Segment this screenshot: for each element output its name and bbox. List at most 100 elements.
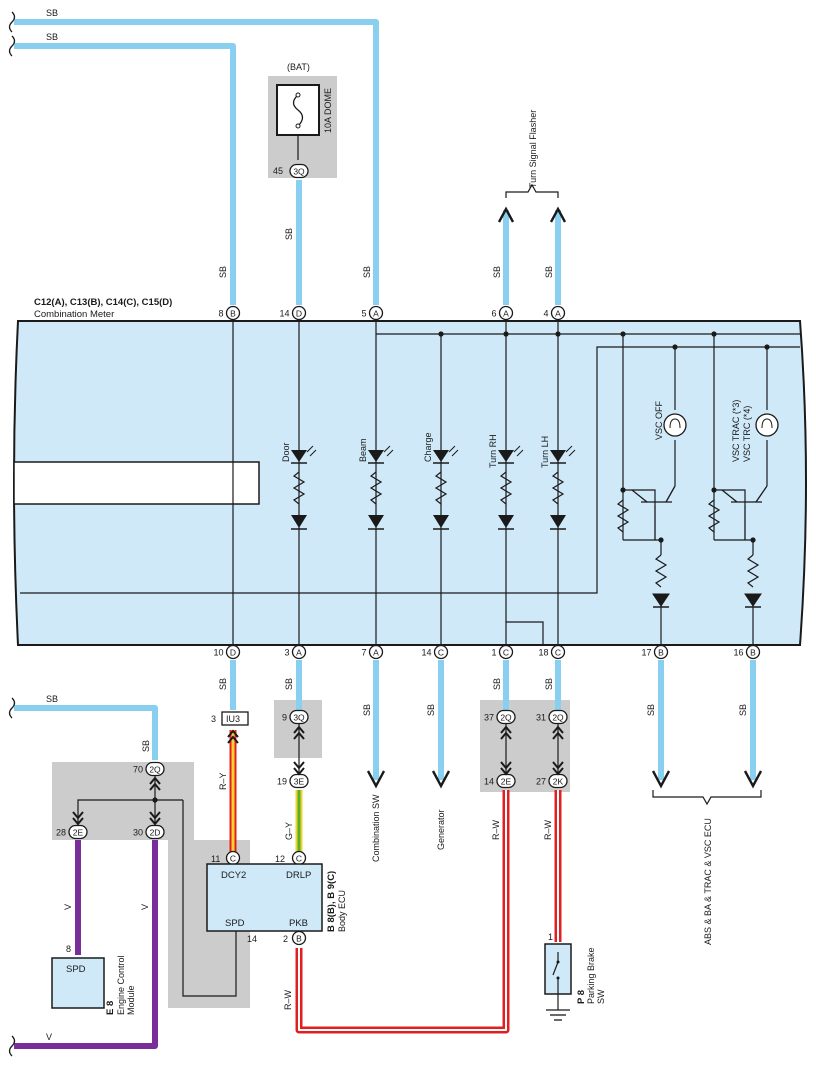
- connector-pin: A5: [361, 305, 384, 321]
- pin-number: 9: [282, 712, 287, 722]
- connector-pin: D10: [213, 644, 241, 660]
- resistor-icon: [707, 499, 721, 533]
- arrow-icon: [431, 770, 451, 789]
- connector-letter: B: [230, 308, 236, 318]
- indicator-label-turn-rh: Turn RH: [488, 434, 498, 468]
- ecm-box: [51, 957, 105, 1009]
- pin-number: 28: [56, 827, 66, 837]
- wire-sb-top-a: [14, 19, 379, 305]
- iu3-connector-label: IU3: [226, 714, 240, 724]
- resistor-icon: [551, 471, 565, 505]
- wire-label: SB: [46, 8, 58, 18]
- resistor-icon: [654, 554, 668, 588]
- body-ecu-pin: 11: [211, 854, 220, 864]
- connector-letter: 2E: [73, 827, 84, 837]
- wire-label: V: [46, 1032, 52, 1042]
- indicator-label-charge: Charge: [423, 432, 433, 462]
- wire-label: R–Y: [218, 772, 228, 790]
- pin-number: 4: [543, 308, 548, 318]
- arrow-icon: [366, 770, 386, 789]
- wire-label: R–W: [283, 989, 293, 1010]
- resistor-icon: [499, 471, 513, 505]
- connector-letter: C: [503, 647, 509, 657]
- connector-pin: 3Q: [289, 163, 309, 179]
- diode-icon: [291, 515, 307, 530]
- diode-icon: [550, 515, 566, 530]
- connector-letter: B: [750, 647, 756, 657]
- connector-letter: 2D: [150, 827, 161, 837]
- body-ecu-spd: SPD: [225, 918, 245, 929]
- wire-label: SB: [492, 266, 502, 278]
- diode-icon: [744, 593, 762, 607]
- pin-number: 7: [361, 647, 366, 657]
- parking-brake-name-1: Parking Brake: [586, 947, 596, 1004]
- wire-v-bottom: [14, 840, 158, 1049]
- ground-icon: [546, 1009, 570, 1021]
- connector-letter: D: [296, 308, 302, 318]
- pin-number: 70: [133, 764, 143, 774]
- led-icon: [498, 445, 524, 464]
- abs-bracket: [652, 790, 762, 806]
- led-icon: [291, 445, 317, 464]
- vsc-trac-lamp-icon: [755, 413, 779, 437]
- dome-pin-number: 45: [273, 166, 283, 176]
- wire-label: SB: [544, 678, 554, 690]
- connector-pin: C1: [491, 644, 514, 660]
- indicator-led-group: [291, 445, 576, 530]
- arrow-icon: [651, 770, 671, 789]
- connector-letter: A: [373, 647, 379, 657]
- body-ecu-drlp: DRLP: [286, 870, 311, 881]
- parking-brake-code: P 8: [576, 990, 587, 1004]
- indicator-label-beam: Beam: [358, 438, 368, 462]
- pin-number: 3: [284, 647, 289, 657]
- led-icon: [368, 445, 394, 464]
- connector-letter: 2K: [553, 776, 564, 786]
- resistor-icon: [434, 471, 448, 505]
- pin-number: 18: [538, 647, 548, 657]
- pin-number: 14: [279, 308, 289, 318]
- connector-pin: C18: [538, 644, 566, 660]
- vsc-trac-label: VSC TRAC (*3): [731, 400, 741, 462]
- wire-label: SB: [492, 678, 502, 690]
- meter-name-label: Combination Meter: [34, 309, 114, 320]
- connector-pin: D 14: [279, 305, 307, 321]
- pin-number: 6: [491, 308, 496, 318]
- connector-pin: B8: [218, 305, 241, 321]
- resistor-icon: [292, 471, 306, 505]
- pin-number: 30: [133, 827, 143, 837]
- connector-pin: A7: [361, 644, 384, 660]
- ecm-spd-terminal: SPD: [66, 964, 86, 975]
- connector-letter: 2Q: [552, 712, 564, 722]
- abs-ecu-label: ABS & BA & TRAC & VSC ECU: [703, 818, 713, 945]
- connector-letter: B: [658, 647, 664, 657]
- arrow-icon: [497, 206, 515, 223]
- vsc-off-label: VSC OFF: [654, 400, 664, 440]
- ecm-name-2: Module: [126, 985, 136, 1015]
- pin-number: 16: [733, 647, 743, 657]
- wire-label: SB: [426, 704, 436, 716]
- pin-number: 8: [218, 308, 223, 318]
- connector-pin: B17: [641, 644, 669, 660]
- connector-pin: C: [291, 850, 307, 866]
- indicator-label-door: Door: [281, 442, 291, 462]
- wire-label: SB: [284, 228, 294, 240]
- wire-sb-top-b: [14, 43, 236, 305]
- arrow-icon: [549, 206, 567, 223]
- connector-pin: A4: [543, 305, 566, 321]
- iu3-pin-number: 3: [211, 714, 216, 724]
- connector-pin: B: [291, 930, 307, 946]
- dome-fuse-name: 10A DOME: [323, 88, 333, 133]
- combination-meter-body: [13, 320, 807, 646]
- meter-connectors-label: C12(A), C13(B), C14(C), C15(D): [34, 297, 172, 308]
- wire-label: SB: [362, 704, 372, 716]
- ecm-code: E 8: [105, 1001, 116, 1015]
- wire-label: R–W: [543, 819, 553, 840]
- indicator-label-turn-lh: Turn LH: [540, 436, 550, 468]
- connector-pin: A6: [491, 305, 514, 321]
- wire-label: SB: [218, 678, 228, 690]
- connector-letter: 3Q: [293, 712, 305, 722]
- connector-pin: 2E 28: [56, 824, 88, 840]
- led-icon: [433, 445, 459, 464]
